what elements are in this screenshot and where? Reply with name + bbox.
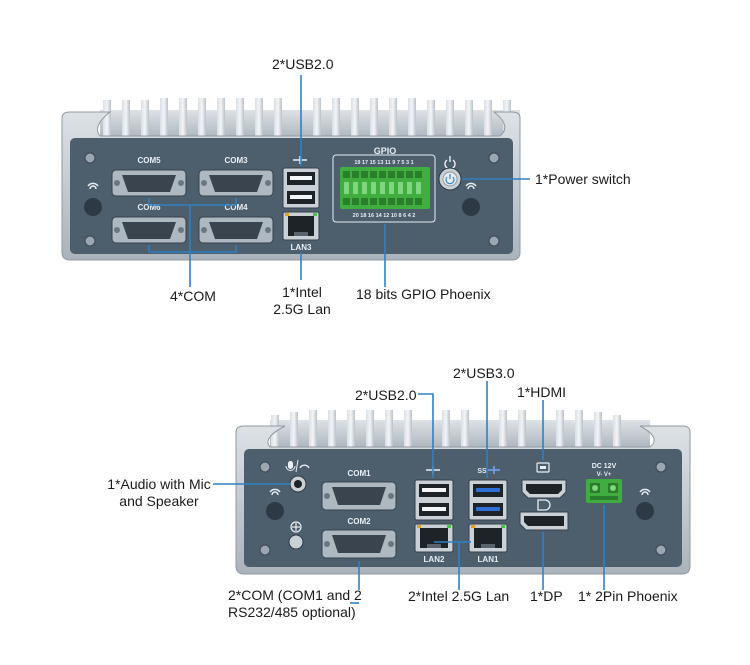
callout-com-bottom-line2: RS232/485 optional)	[228, 604, 356, 620]
dc-polarity-label: V- V+	[597, 472, 612, 478]
callout-audio: 1*Audio with Mic and Speaker	[100, 476, 218, 510]
antenna-port	[266, 502, 284, 520]
hdmi-icon	[536, 462, 550, 473]
top-callout-lines	[148, 75, 530, 287]
com5-label: COM5	[137, 156, 161, 165]
usb3-icon: SS	[477, 466, 500, 475]
screw-icon	[84, 152, 96, 164]
bottom-heatsink-fins	[270, 410, 650, 450]
audio-jack	[289, 475, 307, 493]
com3-label: COM3	[224, 156, 248, 165]
callout-audio-line1: 1*Audio with Mic	[107, 476, 211, 492]
lan2-label: LAN2	[424, 555, 445, 564]
wifi-icon	[465, 182, 477, 190]
top-heatsink-fins	[100, 98, 520, 140]
screw-icon	[259, 461, 271, 473]
usb2-port-stack	[282, 167, 320, 209]
lan1-label: LAN1	[478, 555, 499, 564]
com3-port	[198, 169, 274, 197]
screw-icon	[488, 235, 500, 247]
usb3-port-stack	[468, 479, 508, 521]
com2-label: COM2	[347, 517, 371, 526]
callout-lan-top-line1: 1*Intel	[282, 284, 322, 300]
screw-icon	[655, 544, 667, 556]
gpio-top-numbers: 19 17 15 13 11 9 7 5 3 1	[354, 160, 413, 166]
usb2-port-stack	[414, 479, 454, 521]
com4-label: COM4	[224, 203, 248, 212]
callout-usb2-top: 2*USB2.0	[272, 56, 334, 72]
displayport-icon	[537, 499, 551, 511]
antenna-port	[636, 502, 654, 520]
lan3-port	[282, 211, 320, 241]
callout-hdmi: 1*HDMI	[517, 384, 567, 400]
usb-icon	[293, 156, 307, 164]
screw-icon	[84, 235, 96, 247]
com5-port	[111, 169, 187, 197]
bottom-front-panel	[244, 449, 682, 567]
com4-port	[198, 216, 274, 244]
gpio-title: GPIO	[374, 146, 397, 156]
displayport-port	[519, 511, 569, 531]
com6-label: COM6	[137, 203, 161, 212]
dc-voltage-label: DC 12V	[592, 463, 617, 470]
ground-screw	[288, 534, 304, 550]
wifi-icon	[639, 488, 651, 496]
dc-phoenix-connector	[586, 479, 622, 503]
lan3-label: LAN3	[291, 243, 312, 252]
power-switch	[438, 167, 462, 191]
callout-com-bottom: 2*COM (COM1 and 2 RS232/485 optional)	[228, 587, 362, 621]
callout-usb2-bottom: 2*USB2.0	[355, 387, 417, 403]
antenna-port	[84, 198, 102, 216]
gpio-bottom-numbers: 20 18 16 14 12 10 8 6 4 2	[353, 213, 416, 219]
top-unit: COM5 COM3 COM6 COM4	[61, 75, 530, 287]
callout-com-bottom-line1: 2*COM (COM1 and 2	[228, 587, 362, 603]
screw-icon	[259, 544, 271, 556]
callout-power-switch: 1*Power switch	[535, 171, 631, 187]
screw-icon	[488, 152, 500, 164]
lan1-port	[468, 523, 508, 553]
screw-icon	[655, 461, 667, 473]
hdmi-port	[521, 479, 567, 499]
callout-lan-bottom: 2*Intel 2.5G Lan	[408, 588, 510, 604]
callout-audio-line2: and Speaker	[119, 493, 199, 509]
bottom-callout-lines	[213, 381, 605, 604]
wifi-icon	[269, 488, 281, 496]
gpio-phoenix-connector	[340, 167, 430, 209]
callout-usb3: 2*USB3.0	[453, 365, 515, 381]
callout-com-top: 4*COM	[170, 288, 216, 304]
com1-port	[321, 481, 397, 511]
com2-port	[321, 529, 397, 559]
com1-label: COM1	[347, 469, 371, 478]
wifi-icon	[87, 182, 99, 190]
callout-phoenix: 1* 2Pin Phoenix	[578, 588, 678, 604]
microphone-headphone-icon	[285, 459, 310, 473]
ground-icon	[290, 521, 302, 533]
callout-dp: 1*DP	[530, 588, 563, 604]
com6-port	[111, 216, 187, 244]
callout-lan-top: 1*Intel 2.5G Lan	[270, 284, 334, 318]
bottom-unit: COM1 COM2 SS	[213, 381, 691, 604]
antenna-port	[462, 198, 480, 216]
callout-gpio: 18 bits GPIO Phoenix	[356, 286, 491, 302]
lan2-port	[414, 523, 454, 553]
gpio-frame	[332, 154, 436, 223]
callout-lan-top-line2: 2.5G Lan	[273, 301, 331, 317]
svg-text:SS: SS	[477, 468, 487, 475]
